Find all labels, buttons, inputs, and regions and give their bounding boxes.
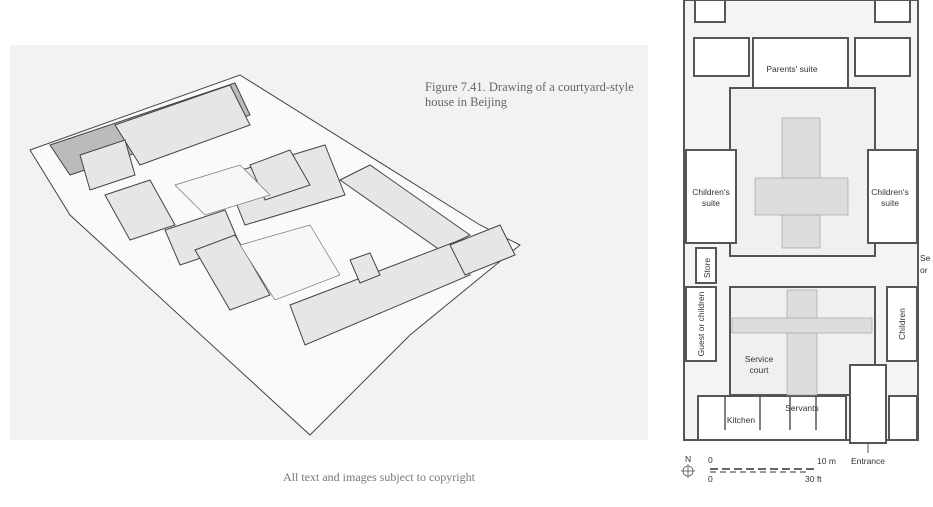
label-service-court-2: court xyxy=(750,365,770,375)
label-entrance: Entrance xyxy=(851,456,885,466)
label-cut-off-1: Se xyxy=(920,253,931,263)
label-cut-off-2: or xyxy=(920,265,928,275)
floor-plan: Parents' suite Children's suite Children… xyxy=(680,0,933,490)
courtyard-house-drawing: Figure 7.41. Drawing of a courtyard-styl… xyxy=(10,45,648,440)
label-parents-suite: Parents' suite xyxy=(766,64,818,74)
label-kitchen: Kitchen xyxy=(727,415,756,425)
label-guest-or-children: Guest or children xyxy=(696,291,706,356)
scale-zero-m: 0 xyxy=(708,455,713,465)
label-childrens-suite-right-2: suite xyxy=(881,198,899,208)
label-childrens-suite-left-2: suite xyxy=(702,198,720,208)
north-label: N xyxy=(685,454,691,464)
figure-caption: Figure 7.41. Drawing of a courtyard-styl… xyxy=(425,80,634,109)
label-children: Children xyxy=(897,308,907,340)
north-compass-icon xyxy=(681,464,695,478)
copyright-notice: All text and images subject to copyright xyxy=(283,470,475,484)
label-service-court: Service xyxy=(745,354,774,364)
label-childrens-suite-right: Children's xyxy=(871,187,909,197)
scale-10m: 10 m xyxy=(817,456,836,466)
scale-30ft: 30 ft xyxy=(805,474,822,484)
isometric-drawing-image xyxy=(29,74,521,436)
label-servants: Servants xyxy=(785,403,819,413)
label-childrens-suite-left: Children's xyxy=(692,187,730,197)
scale-zero-ft: 0 xyxy=(708,474,713,484)
label-store: Store xyxy=(702,258,712,279)
